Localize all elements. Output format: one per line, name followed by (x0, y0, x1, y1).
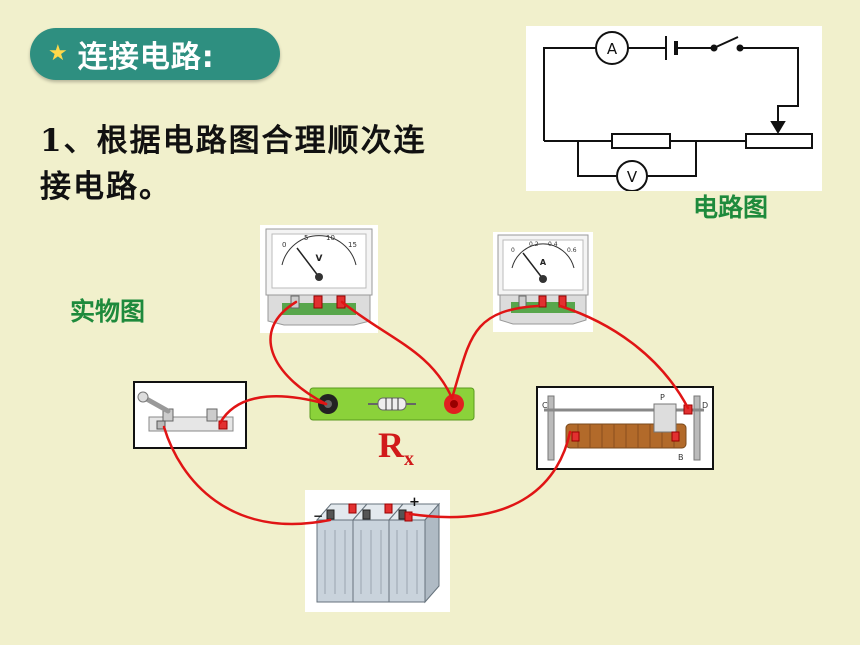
physical-diagram-label: 实物图 (70, 297, 146, 326)
circuit-schematic: A V (526, 26, 822, 192)
instruction-text: 1、根据电路图合理顺次连 接电路。 (40, 118, 500, 210)
rx-label: Rx (378, 424, 414, 471)
ammeter-scale-06: 0.6 (567, 247, 577, 254)
ammeter-unit: A (540, 258, 547, 267)
rheostat-terminal-c: C (542, 401, 548, 410)
section-title: 连接电路: (77, 40, 215, 75)
resistor-board (309, 387, 475, 421)
knife-switch (133, 381, 247, 449)
section-banner: ★ 连接电路: (30, 28, 280, 80)
voltmeter-unit: V (316, 254, 323, 264)
voltmeter-device: 0 5 10 15 V (260, 225, 378, 333)
rheostat-terminal-b: B (678, 453, 684, 462)
rheostat: C D P B (536, 386, 714, 470)
ammeter-scale-0: 0 (511, 247, 515, 254)
battery-minus: − (313, 509, 323, 523)
star-icon: ★ (48, 41, 68, 66)
circuit-diagram-label: 电路图 (693, 193, 769, 222)
battery-plus: + (409, 495, 420, 510)
voltmeter-symbol: V (627, 168, 638, 186)
ammeter-device: 0 0.2 0.4 0.6 A (493, 232, 593, 332)
voltmeter-scale-10: 10 (326, 234, 335, 242)
rheostat-slider-label: P (660, 393, 665, 402)
ammeter-symbol: A (607, 40, 618, 58)
voltmeter-scale-15: 15 (348, 241, 357, 249)
rx-subscript: x (404, 448, 414, 471)
voltmeter-scale-0: 0 (282, 241, 286, 249)
battery-pack: − + (305, 490, 450, 612)
ammeter-scale-04: 0.4 (548, 241, 558, 248)
ammeter-scale-02: 0.2 (529, 241, 539, 248)
rheostat-terminal-d: D (702, 401, 708, 410)
voltmeter-scale-5: 5 (304, 234, 308, 242)
instruction-line-2: 接电路。 (40, 169, 172, 205)
instruction-line-1: 1、根据电路图合理顺次连 (40, 123, 427, 159)
rx-main: R (378, 425, 404, 465)
